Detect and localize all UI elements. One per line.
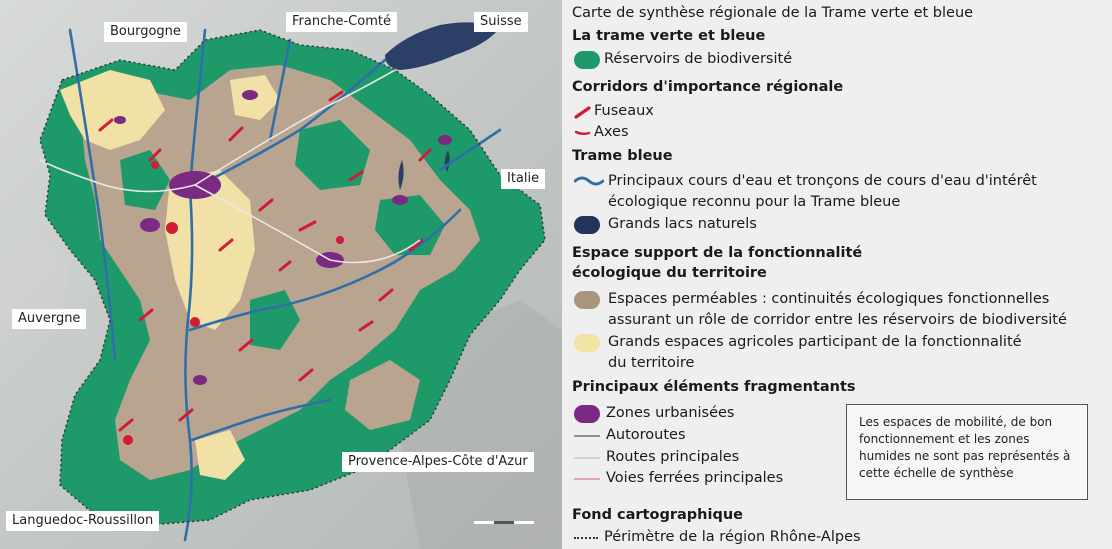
river-drome: [190, 398, 332, 442]
railway-icon: [574, 478, 600, 480]
corridors: [98, 90, 432, 432]
legend-item-permeable: Espaces perméables : continuités écologi…: [574, 290, 1112, 330]
corridor-nodes: [123, 161, 344, 445]
permeable-swatch: [574, 291, 600, 309]
permeable-patch-east: [345, 360, 420, 430]
regional-map: Bourgogne Franche-Comté Suisse Italie Au…: [0, 0, 562, 549]
rivers: [68, 28, 502, 542]
river-icon: [574, 176, 604, 186]
permeable-label-line1: Espaces perméables : continuités écologi…: [608, 291, 1050, 307]
agri-label-line2: du territoire: [608, 355, 695, 371]
urban-valence: [193, 375, 207, 385]
agricultural-swatch: [574, 334, 600, 352]
map-legend: Carte de synthèse régionale de la Trame …: [566, 0, 1112, 549]
heading-fragmentants: Principaux éléments fragmentants: [572, 379, 856, 395]
river-rhone-upper: [188, 58, 387, 192]
heading-espace-support-line1: Espace support de la fonctionnalité: [572, 245, 863, 261]
scale-bar: [474, 521, 534, 524]
axes-label: Axes: [594, 124, 629, 140]
legend-item-agricultural: Grands espaces agricoles participant de …: [574, 333, 1094, 373]
agricultural-area-south: [195, 430, 245, 480]
region-label-auvergne: Auvergne: [12, 309, 87, 329]
river-rhone: [183, 188, 194, 542]
voies-label: Voies ferrées principales: [606, 470, 784, 486]
river-isere: [188, 208, 462, 332]
map-canvas: [0, 0, 562, 549]
fuseaux-label: Fuseaux: [594, 103, 654, 119]
heading-tvb: La trame verte et bleue: [572, 28, 766, 44]
rivers-label-line2: écologique reconnu pour la Trame bleue: [608, 194, 901, 210]
legend-item-rivers: Principaux cours d'eau et tronçons de co…: [574, 172, 1094, 212]
axe-icon: [574, 130, 591, 135]
agri-label-line1: Grands espaces agricoles participant de …: [608, 334, 1022, 350]
autoroutes-label: Autoroutes: [606, 427, 686, 443]
lakes-label: Grands lacs naturels: [608, 216, 757, 232]
region-label-suisse: Suisse: [474, 12, 528, 32]
heading-trame-bleue: Trame bleue: [572, 148, 673, 164]
reservoirs-label: Réservoirs de biodiversité: [604, 51, 793, 67]
reservoir-swatch: [574, 51, 600, 69]
urban-chambery: [392, 195, 408, 205]
urban-saint-etienne: [140, 218, 160, 232]
rivers-label-line1: Principaux cours d'eau et tronçons de co…: [608, 173, 1037, 189]
heading-espace-support-line2: écologique du territoire: [572, 265, 767, 281]
route-icon: [574, 457, 600, 459]
heading-corridors: Corridors d'importance régionale: [572, 79, 844, 95]
region-label-languedoc: Languedoc-Roussillon: [6, 511, 160, 531]
roads: [39, 69, 421, 264]
river-ain: [268, 38, 292, 142]
urban-label: Zones urbanisées: [606, 405, 735, 421]
region-label-bourgogne: Bourgogne: [104, 22, 187, 42]
permeable-area: [80, 65, 480, 480]
lake-bourget: [398, 160, 404, 190]
fuseau-icon: [574, 106, 591, 119]
urban-roanne: [114, 116, 126, 124]
region-perimeter: [39, 29, 546, 526]
lake-swatch: [574, 216, 600, 234]
region-label-paca: Provence-Alpes-Côte d'Azur: [342, 452, 534, 472]
urban-bourg: [242, 90, 258, 100]
autoroute-icon: [574, 435, 600, 437]
permeable-label-line2: assurant un rôle de corridor entre les r…: [608, 312, 1067, 328]
legend-title: Carte de synthèse régionale de la Trame …: [572, 5, 974, 21]
heading-fond: Fond cartographique: [572, 507, 743, 523]
reservoir-island-1: [295, 120, 370, 190]
note-box: Les espaces de mobilité, de bon fonction…: [846, 404, 1088, 500]
river-saone: [188, 28, 207, 192]
lake-geneva: [385, 22, 498, 71]
perimetre-label: Périmètre de la région Rhône-Alpes: [604, 529, 861, 545]
region-label-italie: Italie: [501, 169, 546, 189]
perimeter-icon: [574, 537, 598, 539]
urban-annecy: [438, 135, 452, 145]
river-arve: [438, 128, 502, 172]
routes-label: Routes principales: [606, 449, 740, 465]
agricultural-area-centre: [165, 170, 255, 330]
region-label-franche-comte: Franche-Comté: [286, 12, 397, 32]
river-loire: [68, 28, 117, 362]
urban-swatch: [574, 405, 600, 423]
